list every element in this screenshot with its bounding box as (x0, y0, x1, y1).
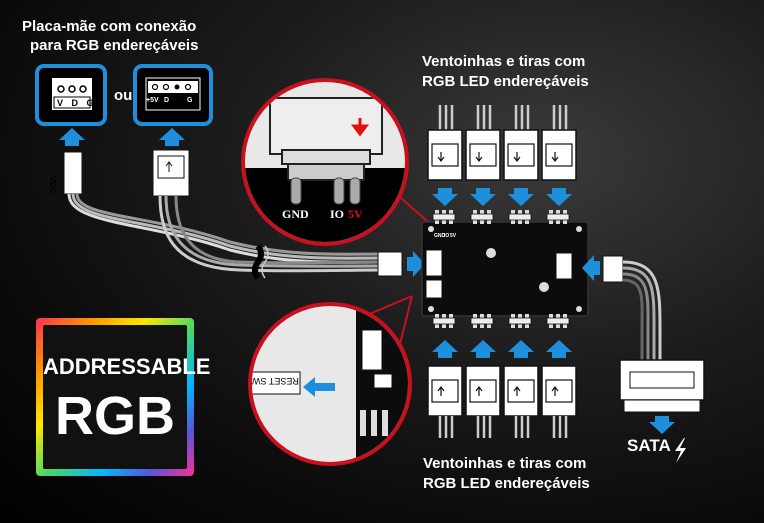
top-devices-label-line2: RGB LED endereçáveis (422, 73, 589, 90)
zoom-pin-io: IO (330, 207, 345, 221)
vdg-connector (63, 151, 83, 195)
bottom-fan-connectors (427, 340, 577, 438)
hub-pin-label: IO (444, 233, 450, 239)
sata-label: SATA (627, 436, 671, 455)
cable-label: VDG (48, 176, 57, 194)
zoom-pin-gnd: GND (282, 207, 309, 221)
rgb-4pin-connector (152, 149, 190, 197)
lightning-icon (675, 438, 686, 463)
zoom-pin-5v: 5V (348, 207, 363, 221)
hub-input-connector (377, 251, 403, 277)
header-4pin-pin-g: G (187, 97, 193, 104)
bottom-devices-label-line2: RGB LED endereçáveis (423, 475, 590, 492)
top-devices-label-line1: Ventoinhas e tiras com (422, 53, 586, 70)
reset-switch-label: RESET SW (252, 376, 299, 386)
badge-line2: RGB (55, 386, 175, 446)
top-fan-connectors (427, 105, 577, 206)
motherboard-label-line2: para RGB endereçáveis (30, 37, 199, 54)
hub-pin-label: GND (434, 233, 446, 239)
addressable-rgb-badge: ADDRESSABLE RGB (36, 318, 211, 476)
badge-line1: ADDRESSABLE (43, 354, 211, 379)
motherboard-label-line1: Placa-mãe com conexão (22, 18, 197, 35)
sata-connector (619, 359, 705, 401)
hub-pin-label: 5V (450, 233, 457, 239)
sata-side-connector (602, 255, 624, 283)
or-label: ou (114, 87, 133, 104)
header-4pin-pin-5v: +5V (146, 97, 159, 104)
header-3pin-pins: V D G (57, 98, 97, 108)
bottom-devices-label-line1: Ventoinhas e tiras com (423, 455, 587, 472)
header-4pin-pin-d: D (164, 97, 170, 104)
